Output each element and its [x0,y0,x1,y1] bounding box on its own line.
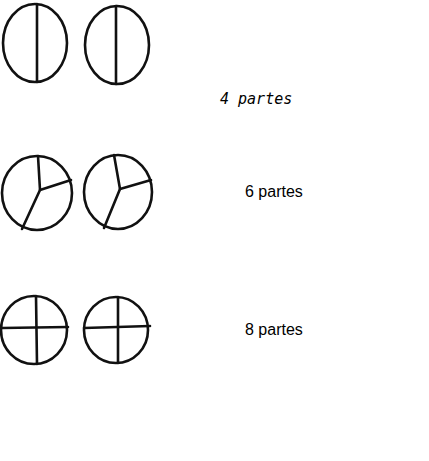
divider [22,190,40,229]
count-label: 4 partes [220,90,292,108]
divider [117,297,120,363]
circle [84,297,148,363]
divider [36,296,37,364]
circle [2,156,72,230]
count-label: 8 partes [245,320,303,339]
divider [104,189,120,228]
circle [3,4,67,82]
divider [2,327,68,328]
divider [114,155,151,189]
circle [85,6,149,84]
circle [1,296,67,364]
count-label: 6 partes [245,182,303,201]
circle [84,155,152,229]
divider [36,4,39,82]
divider [115,6,118,84]
divider [38,156,71,190]
